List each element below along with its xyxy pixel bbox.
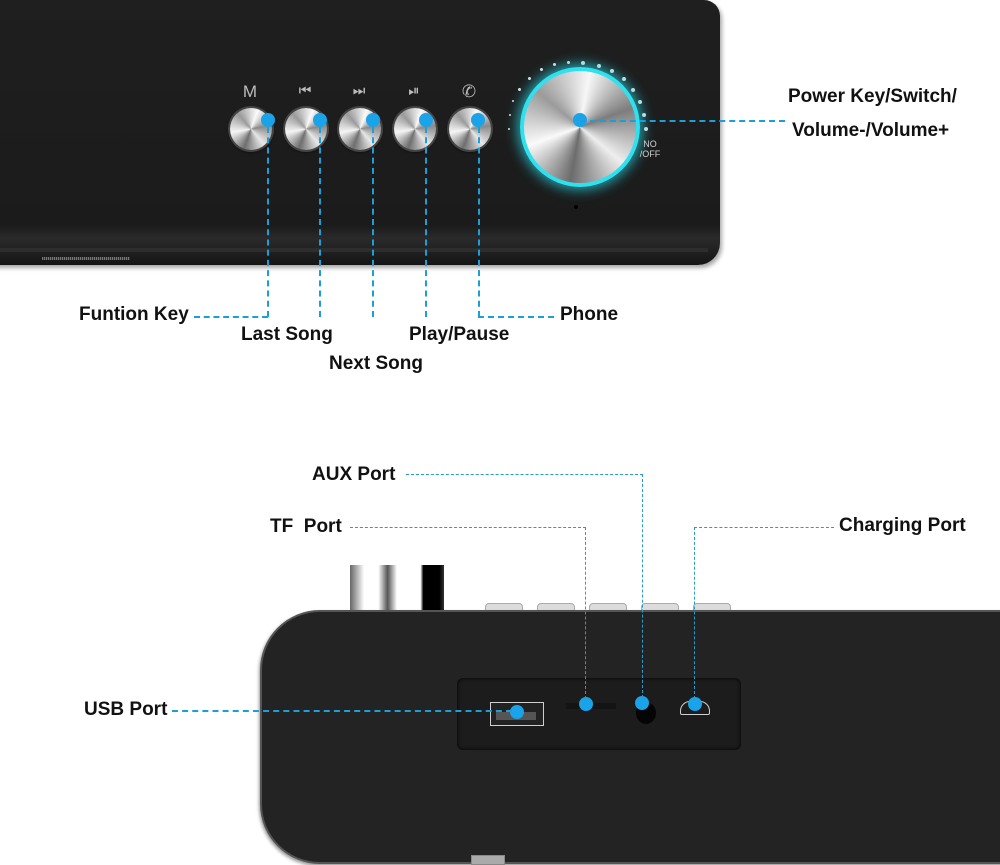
label-charging-port: Charging Port [839,515,966,536]
label-last-song: Last Song [241,324,333,345]
mode-icon: M [242,82,258,101]
callout-line-tf-v [585,527,586,699]
label-function-key: Funtion Key [79,304,189,325]
callout-pin-aux [635,696,649,710]
callout-pin-usb [510,705,524,719]
callout-line-aux-v [642,474,643,698]
callout-line-phone-h [478,316,554,318]
callout-line-function [267,127,269,317]
label-phone: Phone [560,304,619,325]
label-play-pause: Play/Pause [409,324,510,345]
callout-pin-play-pause [419,113,433,127]
callout-line-aux-h [406,474,643,475]
callout-line-phone [478,127,480,317]
callout-pin-function [261,113,275,127]
speaker-grille [42,257,130,260]
callout-line-charging-v [694,527,695,699]
speaker-top-edge [0,248,708,252]
callout-pin-next-song [366,113,380,127]
callout-line-usb [172,710,512,712]
label-tf-port: TF Port [270,516,342,537]
callout-line-next-song [372,127,374,317]
speaker-back-panel [260,610,1000,864]
label-next-song: Next Song [329,353,423,374]
callout-pin-phone [471,113,485,127]
on-off-text: NO /OFF [639,139,661,159]
next-track-icon: ⏭ [352,82,366,98]
power-volume-knob[interactable] [520,67,640,187]
callout-line-charging-h [694,527,834,528]
microphone-hole [574,205,578,209]
phone-icon: ✆ [461,82,477,101]
callout-line-tf-h [350,527,586,528]
callout-line-power [580,120,785,122]
volume-knob-side [350,565,444,610]
callout-pin-tf [579,697,593,711]
phone-button[interactable] [449,108,491,150]
label-usb-port: USB Port [84,699,168,720]
speaker-foot [471,855,505,865]
callout-line-last-song [319,127,321,317]
play-pause-icon: ⏯ [408,82,420,98]
label-power-key: Power Key/Switch/ [788,86,957,107]
callout-line-function-h [194,316,268,318]
callout-line-play-pause [425,127,427,317]
label-aux-port: AUX Port [312,464,396,485]
previous-track-icon: ⏮ [298,82,312,98]
label-volume: Volume-/Volume+ [792,120,950,141]
callout-pin-charging [688,697,702,711]
callout-pin-last-song [313,113,327,127]
